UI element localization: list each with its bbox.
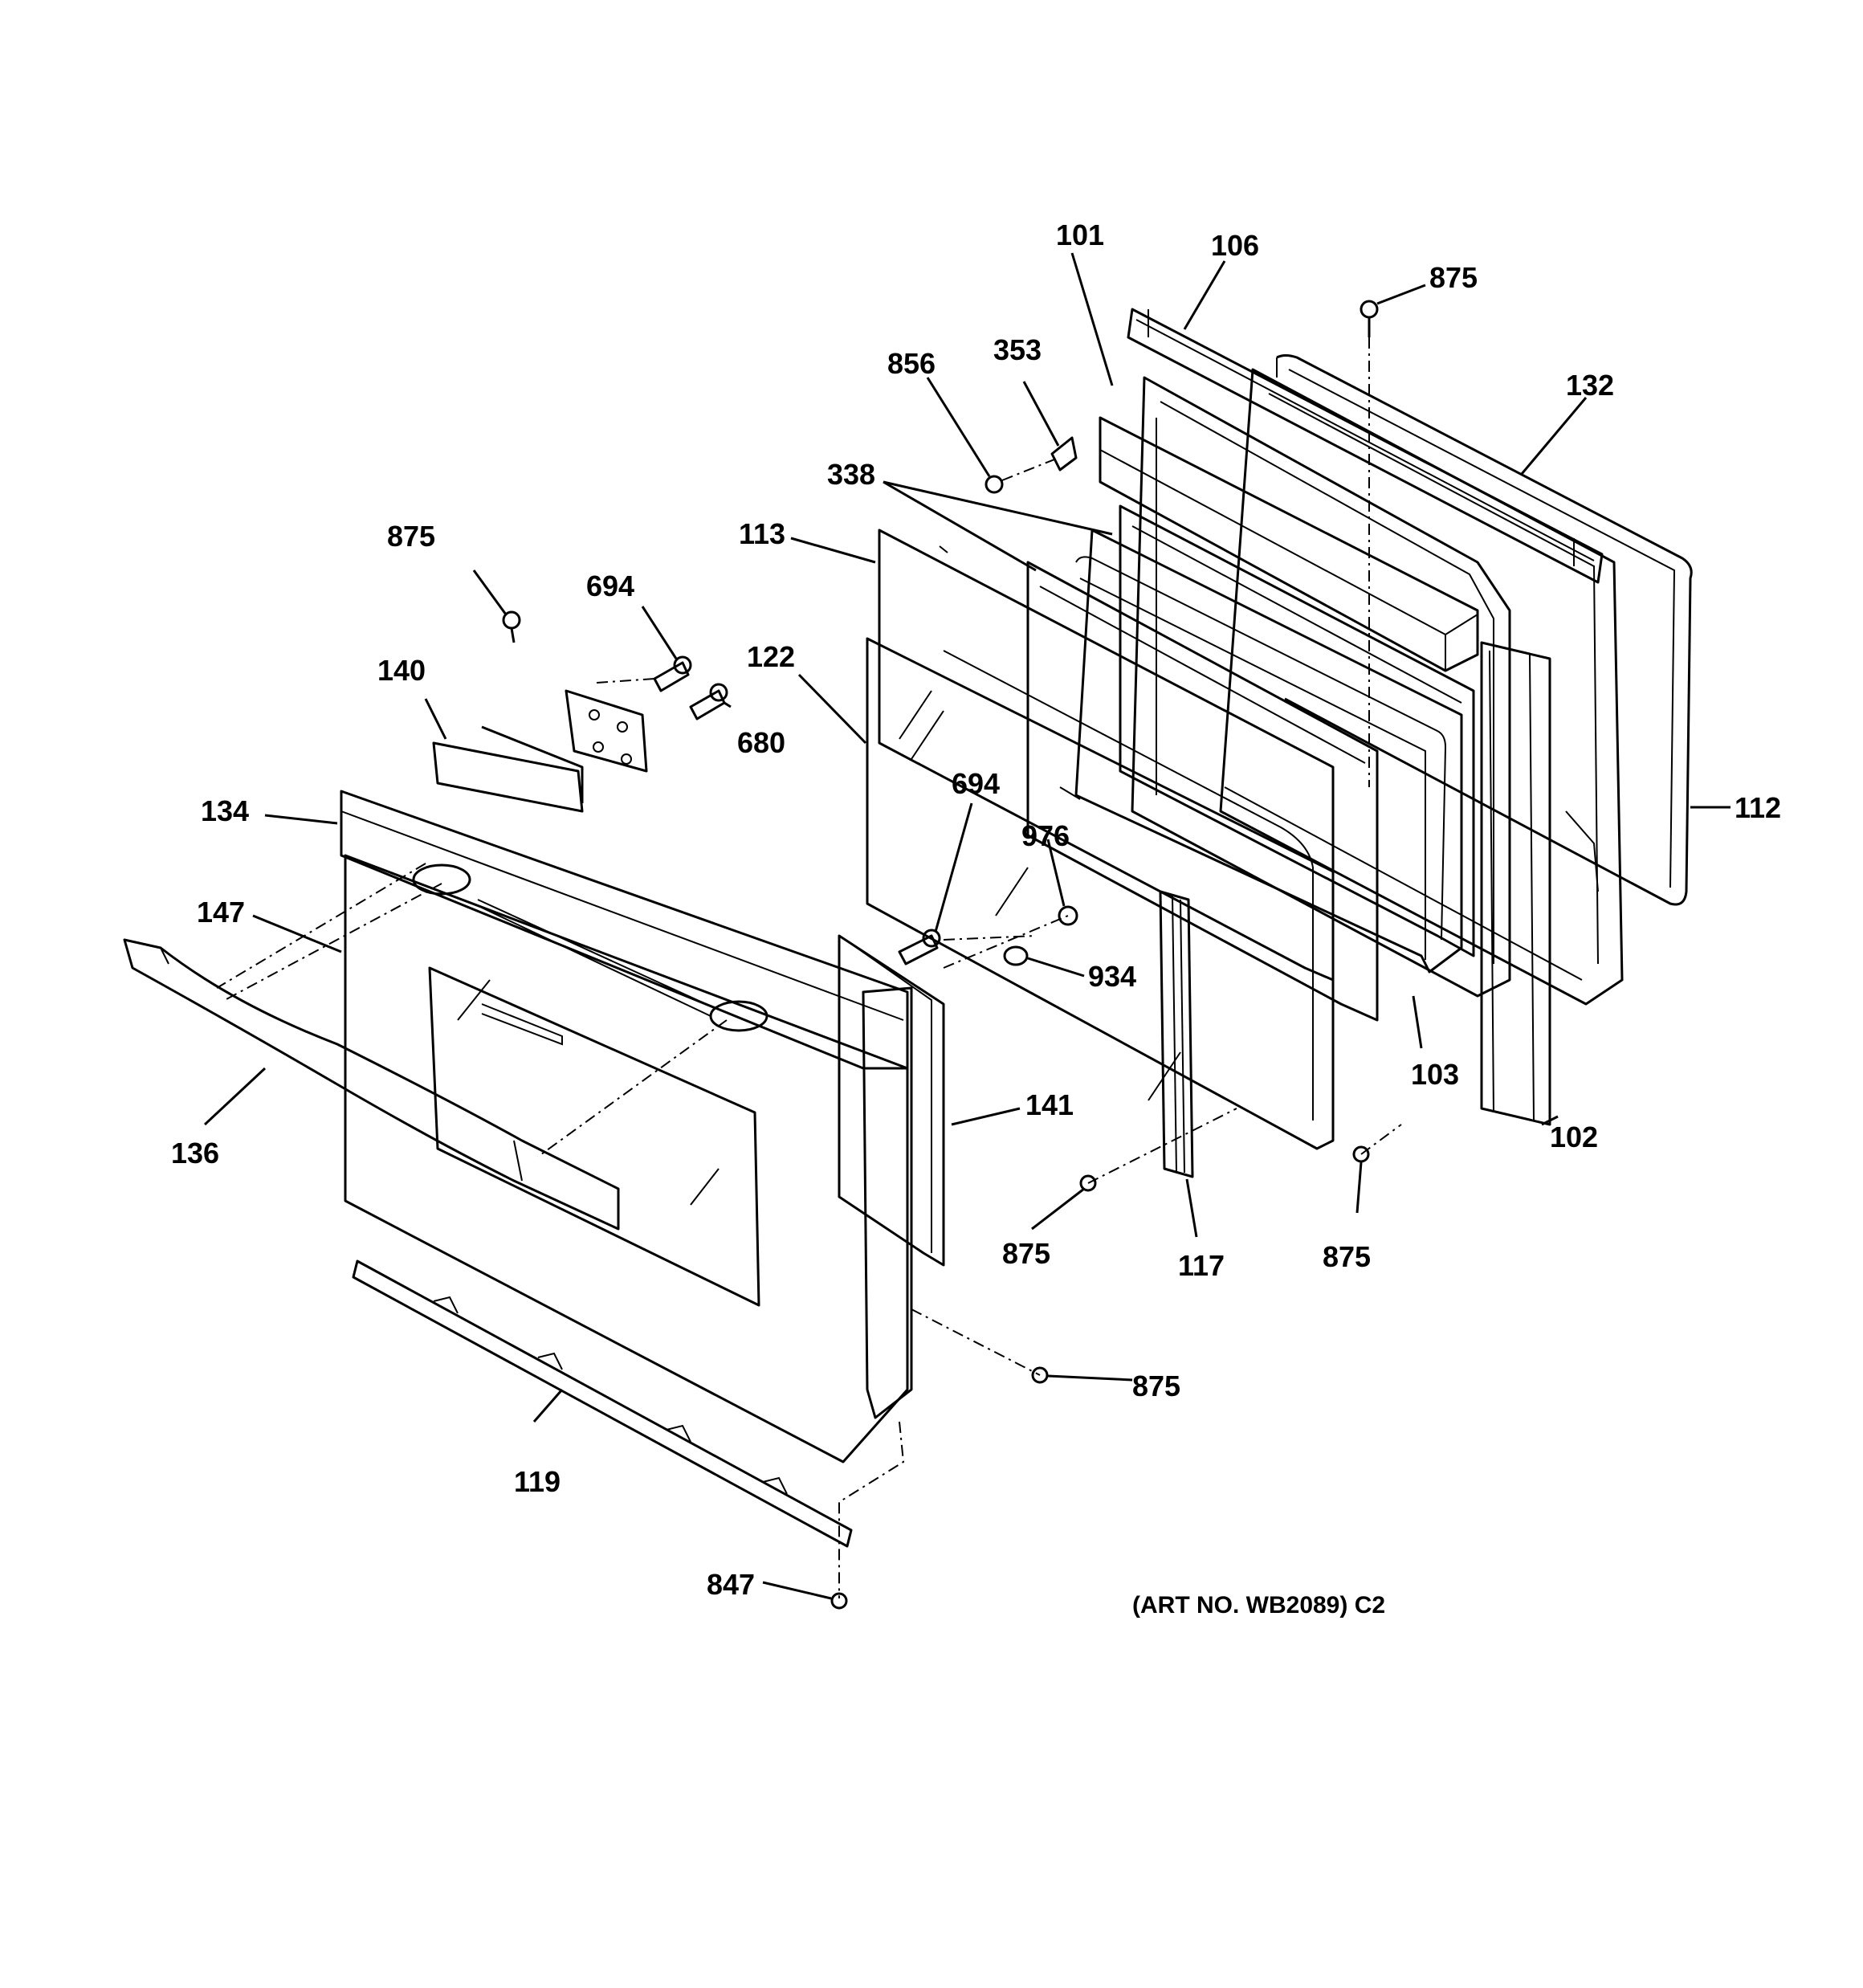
part-113-main-glass <box>878 529 1335 982</box>
screw-875-bl <box>1079 1174 1097 1192</box>
callout-labels: 101 106 875 132 856 353 338 113 875 694 … <box>171 218 1781 1619</box>
art-number-label: (ART NO. WB2089) C2 <box>1132 1592 1385 1619</box>
leader-lines <box>203 252 1731 1600</box>
callout-875-low: 875 <box>1132 1370 1180 1402</box>
part-117-hinge-channel <box>1159 890 1194 1178</box>
screw-694-top <box>653 655 692 692</box>
callout-103: 103 <box>1411 1058 1459 1091</box>
screw-847 <box>830 1592 848 1610</box>
part-140-bracket <box>432 725 584 813</box>
callout-875-left: 875 <box>387 520 435 553</box>
callout-119: 119 <box>514 1465 561 1498</box>
part-136-handle <box>123 938 620 1231</box>
screw-875-br <box>1352 1145 1370 1163</box>
screw-875-left <box>502 610 521 643</box>
washer-934 <box>1003 945 1029 966</box>
screw-680 <box>689 683 728 720</box>
part-338-glass-panels <box>1026 504 1475 1022</box>
part-hinge-plate <box>565 689 648 773</box>
part-103-glass-pack <box>1074 529 1463 974</box>
callout-141: 141 <box>1025 1088 1074 1121</box>
part-122-front-glass <box>866 637 1335 1150</box>
callout-875-top: 875 <box>1429 261 1478 294</box>
callout-147: 147 <box>197 896 245 929</box>
callout-113: 113 <box>739 517 785 550</box>
callout-140: 140 <box>377 654 426 687</box>
assembly-lines <box>216 337 1402 1598</box>
nut-976 <box>1058 905 1078 926</box>
part-102-side-trim <box>1480 641 1551 1126</box>
callout-856: 856 <box>887 347 936 380</box>
callout-117: 117 <box>1178 1249 1225 1282</box>
screw-875-low <box>1031 1366 1049 1384</box>
callout-136: 136 <box>171 1137 219 1170</box>
part-101-vent-box <box>1099 416 1479 672</box>
part-door-end-cap <box>862 986 913 1419</box>
callout-132: 132 <box>1566 369 1614 402</box>
screw-694-mid <box>898 929 941 965</box>
clip-353 <box>1050 436 1078 471</box>
part-134-vent-trim <box>340 790 909 1070</box>
callout-101: 101 <box>1056 218 1104 251</box>
callout-134: 134 <box>201 794 249 827</box>
callout-875-bl: 875 <box>1002 1237 1050 1270</box>
part-112-gasket <box>1276 354 1693 906</box>
callout-353: 353 <box>993 333 1042 366</box>
callout-934: 934 <box>1088 960 1136 993</box>
part-147-door-panel <box>344 854 909 1463</box>
callout-102: 102 <box>1550 1121 1598 1153</box>
callout-106: 106 <box>1211 229 1259 262</box>
part-119-bottom-trim <box>352 1259 853 1548</box>
callout-875-br: 875 <box>1323 1240 1371 1273</box>
callout-694-mid: 694 <box>952 767 1000 800</box>
callout-680: 680 <box>737 726 785 759</box>
callout-122: 122 <box>747 640 795 673</box>
part-141-inner-side <box>838 934 945 1267</box>
screw-875-top <box>1360 300 1379 337</box>
callout-976: 976 <box>1021 819 1070 852</box>
part-132-rear-frame <box>1219 368 1624 1006</box>
callout-694-top: 694 <box>586 569 634 602</box>
part-106-top-channel <box>1127 308 1604 584</box>
callout-112: 112 <box>1735 791 1781 824</box>
callout-847: 847 <box>707 1568 755 1601</box>
screw-856 <box>984 475 1004 494</box>
callout-338: 338 <box>827 458 875 491</box>
